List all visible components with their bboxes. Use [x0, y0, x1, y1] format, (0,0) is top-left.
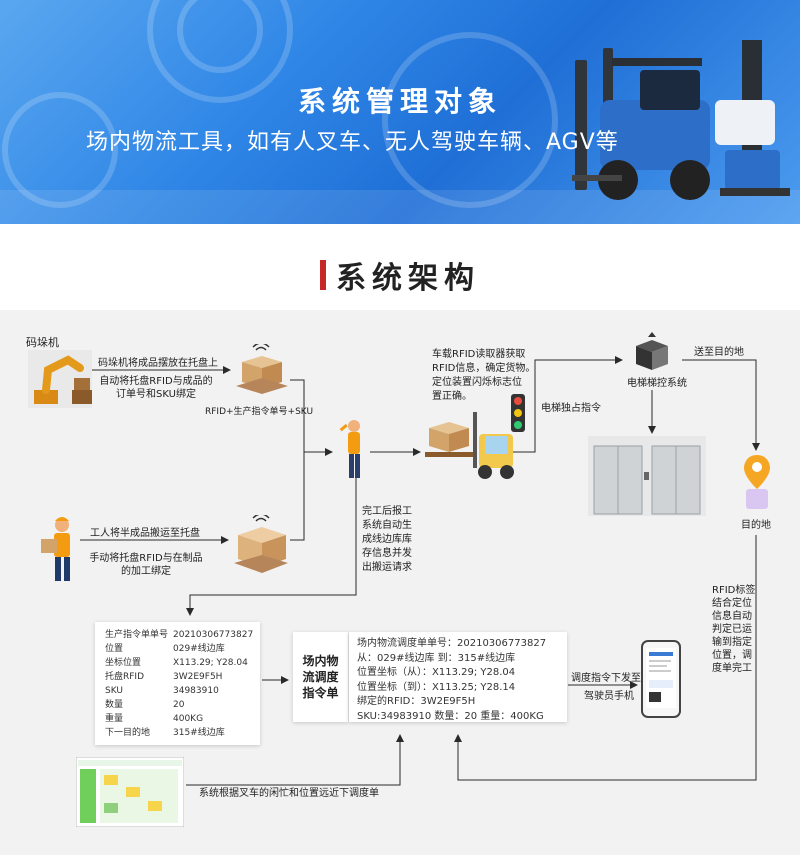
hero-banner: 系统管理对象 场内物流工具，如有人叉车、无人驾驶车辆、AGV等 [0, 0, 800, 224]
dispatch-line: 位置坐标（从）：X113.29; Y28.04 [357, 667, 516, 678]
destination-label: 目的地 [741, 520, 771, 531]
rfid-confirm-line: 位置，调 [712, 650, 752, 661]
report-line: 出搬运请求 [362, 562, 412, 573]
link-forklift-elevator-system [510, 356, 623, 453]
report-line: 系统自动生 [362, 520, 412, 531]
palletizer-text-2: 自动将托盘RFID与成品的 [99, 376, 213, 387]
link-destination-dispatch [454, 535, 757, 781]
forklift-line: RFID信息，确定货物。 [432, 363, 536, 374]
banner-background-gears [0, 0, 800, 224]
rfid-confirm-line: RFID标签 [712, 585, 756, 596]
pallet-boxes-image-2 [234, 515, 288, 573]
dispatch-line: 从：029#线边库 到：315#线边库 [357, 652, 516, 664]
palletizer-robot-image [28, 350, 92, 408]
link-report-table [186, 475, 357, 616]
operator-image [339, 420, 360, 478]
forklift-line: 置正确。 [432, 391, 472, 402]
elevator-doors-image [588, 436, 706, 516]
rfid-confirm-block: RFID标签 结合定位 信息自动 判定已运 输到指定 位置，调 度单完工 [712, 584, 755, 675]
dispatch-title-card: 场内物流调度指令单 [293, 632, 348, 722]
worker-text-2: 手动将托盘RFID与在制品 [89, 553, 203, 564]
report-text-block: 完工后报工 系统自动生 成线边库库 存信息并发 出搬运请求 [362, 505, 412, 575]
elevator-system-label: 电梯梯控系统 [627, 378, 687, 389]
forklift-illustration [572, 40, 790, 200]
dispatch-down-text-2: 驾驶员手机 [584, 691, 634, 702]
destination-pin-icon [744, 455, 770, 509]
palletizer-title: 码垛机 [26, 336, 59, 349]
section-title: 系统架构 [336, 261, 480, 296]
driver-phone-image [641, 640, 681, 718]
forklift-text-block: 车载RFID读取器获取 RFID信息，确定货物。 定位装置闪烁标志位 置正确。 [432, 348, 535, 404]
rfid-confirm-line: 度单完工 [712, 663, 752, 674]
architecture-diagram: 码垛机 码垛机将成品摆放在托盘上 自动将托盘RFID与成品的 订单号和SKU绑定… [0, 310, 800, 855]
rfid-confirm-line: 输到指定 [712, 637, 752, 648]
forklift-image [425, 412, 514, 479]
palletizer-text-3: 订单号和SKU绑定 [116, 389, 196, 400]
report-line: 存信息并发 [362, 548, 412, 559]
palletizer-text-1: 码垛机将成品摆放在托盘上 [98, 358, 218, 369]
heading-accent-bar [320, 260, 326, 290]
forklift-line: 车载RFID读取器获取 [432, 349, 526, 360]
worker-text-1: 工人将半成品搬运至托盘 [90, 528, 200, 539]
link-elevator-system-destination [682, 359, 760, 451]
rfid-confirm-line: 信息自动 [712, 611, 752, 622]
elevator-control-icon [636, 332, 668, 370]
rfid-confirm-line: 判定已运 [712, 624, 752, 635]
banner-subtitle: 场内物流工具，如有人叉车、无人驾驶车辆、AGV等 [86, 130, 619, 155]
system-dispatch-note: 系统根据叉车的闲忙和位置远近下调度单 [199, 788, 379, 799]
dispatch-line: SKU:34983910 数量：20 重量：400KG [357, 710, 544, 722]
pallet-tag-label: RFID+生产指令单号+SKU [205, 407, 314, 417]
elevator-cmd-label: 电梯独占指令 [541, 403, 601, 414]
dispatch-line: 场内物流调度单单号：20210306773827 [357, 638, 547, 649]
dispatch-line: 绑定的RFID：3W2E9F5H [357, 696, 476, 707]
pallet-boxes-image-1 [236, 344, 288, 394]
dispatch-order-card: 场内物流调度单单号：20210306773827 从：029#线边库 到：315… [349, 632, 567, 722]
worker-image [41, 517, 70, 581]
link-screen-dispatch [186, 734, 404, 786]
worker-text-3: 的加工绑定 [121, 566, 171, 577]
dispatch-line: 位置坐标（到）：X113.25; Y28.14 [357, 681, 516, 693]
banner-title: 系统管理对象 [297, 85, 502, 118]
rfid-confirm-line: 结合定位 [712, 598, 752, 609]
report-line: 完工后报工 [362, 506, 412, 517]
section-heading: 系统架构 [0, 253, 800, 297]
report-line: 成线边库库 [362, 534, 412, 545]
traffic-light-icon [511, 394, 525, 432]
dispatch-title: 场内物流调度指令单 [302, 654, 339, 700]
diagram-links [80, 356, 760, 786]
send-to-destination-label: 送至目的地 [694, 347, 744, 358]
system-screen-image [76, 757, 184, 827]
forklift-line: 定位装置闪烁标志位 [432, 377, 522, 388]
dispatch-down-text-1: 调度指令下发至 [571, 673, 641, 684]
